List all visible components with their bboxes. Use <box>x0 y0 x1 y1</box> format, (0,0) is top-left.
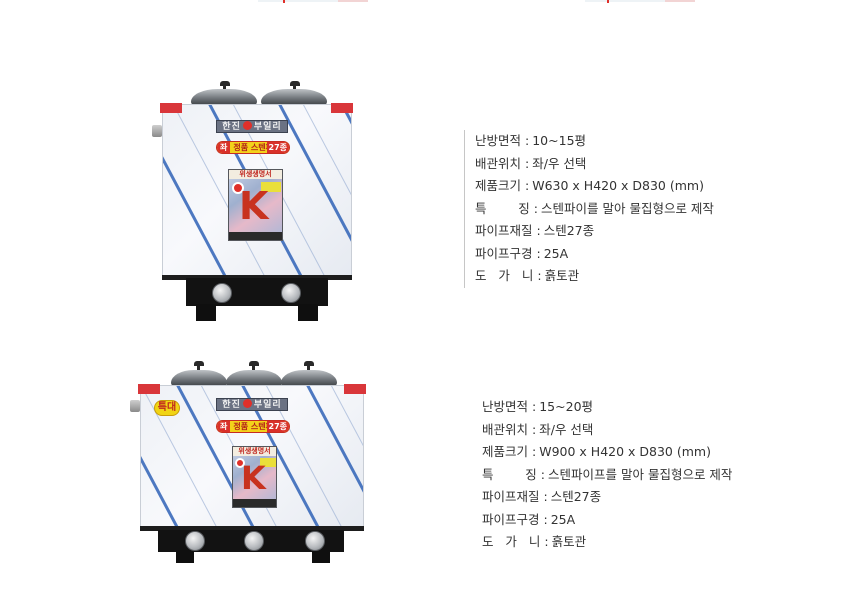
cert-logo-icon <box>232 182 244 194</box>
lid-knob-icon <box>304 361 314 366</box>
lid-knob-icon <box>194 361 204 366</box>
spec-row: 파이프재질:스텐27종 <box>482 489 602 504</box>
top-cropped-fragment-right <box>585 0 695 3</box>
spec-row: 제품크기:W630 x H420 x D830 (mm) <box>475 178 704 193</box>
certification-sticker: 위생생명서 K <box>228 169 283 241</box>
pot-lid <box>281 370 337 386</box>
base-leg <box>298 304 318 321</box>
lid-knob-icon <box>220 81 230 86</box>
pipe-outlet <box>152 125 162 137</box>
spec-row: 파이프구경:25A <box>475 245 569 261</box>
corner-cap <box>160 103 182 113</box>
control-dial <box>212 283 232 303</box>
spec-row: 배관위치:좌/우 선택 <box>482 421 594 437</box>
certification-sticker: 위생생명서 K <box>232 446 277 508</box>
base-rail <box>162 275 352 280</box>
spec-row: 난방면적:10~15평 <box>475 133 587 148</box>
burner-base <box>186 278 328 306</box>
pipe-outlet <box>130 400 140 412</box>
base-rail <box>140 526 364 531</box>
spec-list-three-pot: 난방면적:15~20평 배관위치:좌/우 선택 제품크기:W900 x H420… <box>482 396 732 554</box>
corner-cap <box>331 103 353 113</box>
spec-row: 특 징:스텐파이를 말아 물집형으로 제작 <box>475 200 714 216</box>
spec-row: 도 가 니:흙토관 <box>475 268 580 283</box>
control-dial <box>244 531 264 551</box>
spec-row: 제품크기:W900 x H420 x D830 (mm) <box>482 444 711 459</box>
control-dial <box>305 531 325 551</box>
spec-row: 배관위치:좌/우 선택 <box>475 155 587 171</box>
spec-list-two-pot: 난방면적:10~15평 배관위치:좌/우 선택 제품크기:W630 x H420… <box>464 130 714 288</box>
base-leg <box>176 550 194 563</box>
spec-row: 파이프구경:25A <box>482 511 576 527</box>
brand-logo-icon <box>242 399 252 408</box>
spec-row: 도 가 니:흙토관 <box>482 534 587 549</box>
control-dial <box>281 283 301 303</box>
spec-row: 파이프재질:스텐27종 <box>475 223 595 238</box>
lid-knob-icon <box>249 361 259 366</box>
base-leg <box>312 550 330 563</box>
spec-row: 특 징:스텐파이프를 말아 물집형으로 제작 <box>482 466 733 482</box>
spec-row: 난방면적:15~20평 <box>482 399 594 414</box>
pot-lid <box>171 370 227 386</box>
cert-logo-icon <box>235 458 245 468</box>
corner-cap <box>344 384 366 394</box>
pot-lid <box>261 89 327 105</box>
pot-lid <box>191 89 257 105</box>
brand-logo-icon <box>242 121 252 130</box>
base-leg <box>196 304 216 321</box>
pot-lid <box>226 370 282 386</box>
size-badge: 특대 <box>154 400 180 416</box>
corner-cap <box>138 384 160 394</box>
lid-knob-icon <box>290 81 300 86</box>
control-dial <box>185 531 205 551</box>
top-cropped-fragment-left <box>258 0 368 3</box>
